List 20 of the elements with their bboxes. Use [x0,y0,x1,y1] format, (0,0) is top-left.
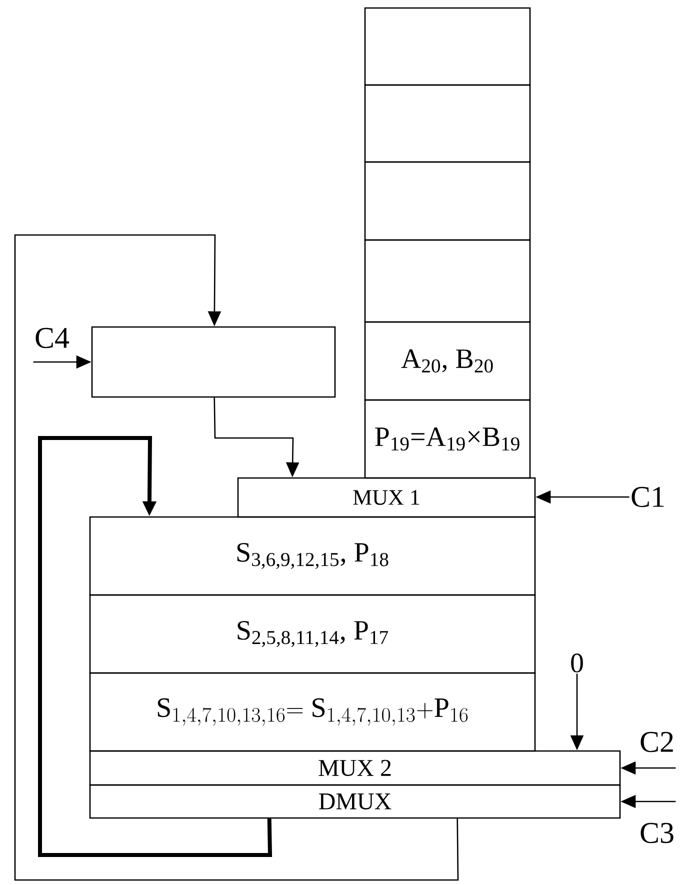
register-box [91,326,336,398]
register-box: S$_{2,5,8,11,14}$, P$_{17}$ [89,594,536,674]
register-box: MUX 1 [237,477,536,518]
signal-label: C1 [632,486,664,508]
register-box [364,239,531,323]
signal-label: C3 [640,822,674,844]
arrow [14,234,459,881]
register-box: MUX 2 [89,750,621,786]
arrow [38,436,272,857]
register-box: P$_{19}$=A$_{19}$×B$_{19}$ [364,399,531,479]
signal-label: C4 [36,328,70,348]
signal-label: C2 [640,732,673,752]
signal-label: 0 [571,654,583,672]
register-box: S$_{3,6,9,12,15}$, P$_{18}$ [89,516,536,596]
register-box [364,7,531,86]
register-box: A$_{20}$, B$_{20}$ [364,321,531,401]
register-box: $\mathrm{S}_{1,4,7,10,13,16}\mathrm{=S}_{1,4,7,10,13}\mathrm{+P}_{16}$ [89,672,536,752]
register-box: DMUX [89,784,621,819]
register-box [364,161,531,241]
register-box [364,84,531,163]
